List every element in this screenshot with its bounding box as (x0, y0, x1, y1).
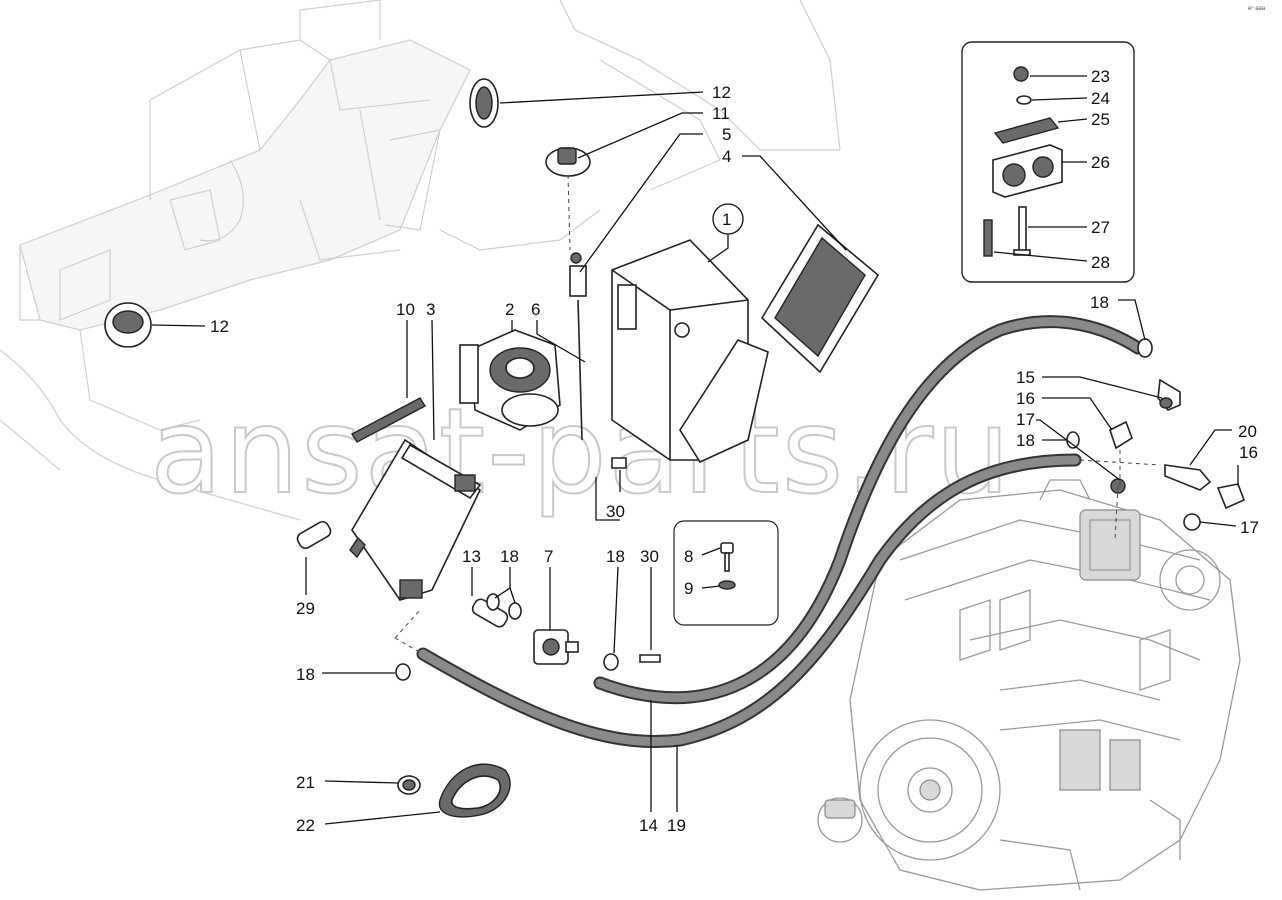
vent-part-12-upper (469, 78, 499, 128)
callout-13: 13 (462, 547, 481, 566)
valve-part-7 (533, 629, 579, 665)
cabin-filter-part-4 (760, 223, 880, 374)
callout-29: 29 (296, 599, 315, 618)
callout-2: 2 (505, 300, 514, 319)
callout-7: 7 (544, 547, 553, 566)
engine-assembly (817, 479, 1241, 891)
seal-strip-part-10 (351, 397, 426, 443)
callout-15: 15 (1016, 368, 1035, 387)
callout-4: 4 (722, 147, 731, 166)
callout-18-mid: 18 (1016, 431, 1035, 450)
elbow-part-15 (1157, 378, 1181, 411)
callout-1: 1 (722, 210, 731, 229)
callout-21: 21 (296, 773, 315, 792)
heater-core-part-3 (349, 438, 482, 601)
clamp-18-b (508, 602, 522, 620)
elbow-part-16-a (1109, 420, 1133, 450)
hose-part-14 (593, 315, 1145, 705)
callout-8: 8 (684, 547, 693, 566)
callout-20: 20 (1238, 422, 1257, 441)
clamp-18-c (395, 663, 411, 681)
callout-25: 25 (1091, 110, 1110, 129)
callout-28: 28 (1091, 253, 1110, 272)
callout-numbers: 1 2 3 4 5 6 7 8 9 10 11 12 12 13 14 15 1… (210, 67, 1259, 835)
grommet-part-21 (397, 775, 421, 795)
callout-18-hose13: 18 (500, 547, 519, 566)
callout-30-upper: 30 (606, 502, 625, 521)
callout-3: 3 (426, 300, 435, 319)
clip-part-30-a (611, 457, 627, 469)
callout-30-lower: 30 (640, 547, 659, 566)
callout-17-left: 17 (1016, 410, 1035, 429)
vent-part-12-lower (104, 302, 152, 348)
leader-lines (151, 75, 1239, 825)
elbow-part-16-b (1216, 483, 1246, 510)
clamp-18-f (1066, 431, 1080, 449)
corner-code: eⁿ aaa (1248, 5, 1266, 12)
clamp-detail-inset (961, 41, 1135, 283)
callout-22: 22 (296, 816, 315, 835)
clamp-18-e (1137, 338, 1153, 358)
callout-11: 11 (712, 104, 730, 123)
callout-16-right: 16 (1239, 443, 1258, 462)
callout-9: 9 (684, 579, 693, 598)
callout-17-right: 17 (1240, 518, 1259, 537)
plug-part-17-b (1183, 513, 1201, 531)
callout-16-left: 16 (1016, 389, 1035, 408)
hose-part-19 (416, 453, 1082, 749)
callout-26: 26 (1091, 153, 1110, 172)
clip-part-30-b (639, 654, 661, 663)
callout-6: 6 (531, 300, 540, 319)
callout-12-lower: 12 (210, 317, 229, 336)
callout-23: 23 (1091, 67, 1110, 86)
heater-housing-part-1 (569, 239, 769, 464)
callout-18-top: 18 (1090, 293, 1109, 312)
callout-14: 14 (639, 816, 658, 835)
blower-motor-part-2 (459, 329, 561, 431)
cab-structure-ghost (0, 0, 841, 521)
callout-18-hose14: 18 (606, 547, 625, 566)
callout-5: 5 (722, 125, 731, 144)
clamp-18-d (603, 653, 619, 671)
callout-12-upper: 12 (712, 83, 731, 102)
filter-cover-part-22 (438, 763, 511, 818)
bolt-detail-inset (673, 520, 779, 626)
vent-part-11 (545, 147, 591, 177)
callout-18-left: 18 (296, 665, 315, 684)
pipe-part-20 (1164, 464, 1212, 491)
callout-10: 10 (396, 300, 415, 319)
callout-19: 19 (667, 816, 686, 835)
callout-24: 24 (1091, 89, 1110, 108)
pipe-part-29 (296, 520, 332, 550)
callout-27: 27 (1091, 218, 1110, 237)
